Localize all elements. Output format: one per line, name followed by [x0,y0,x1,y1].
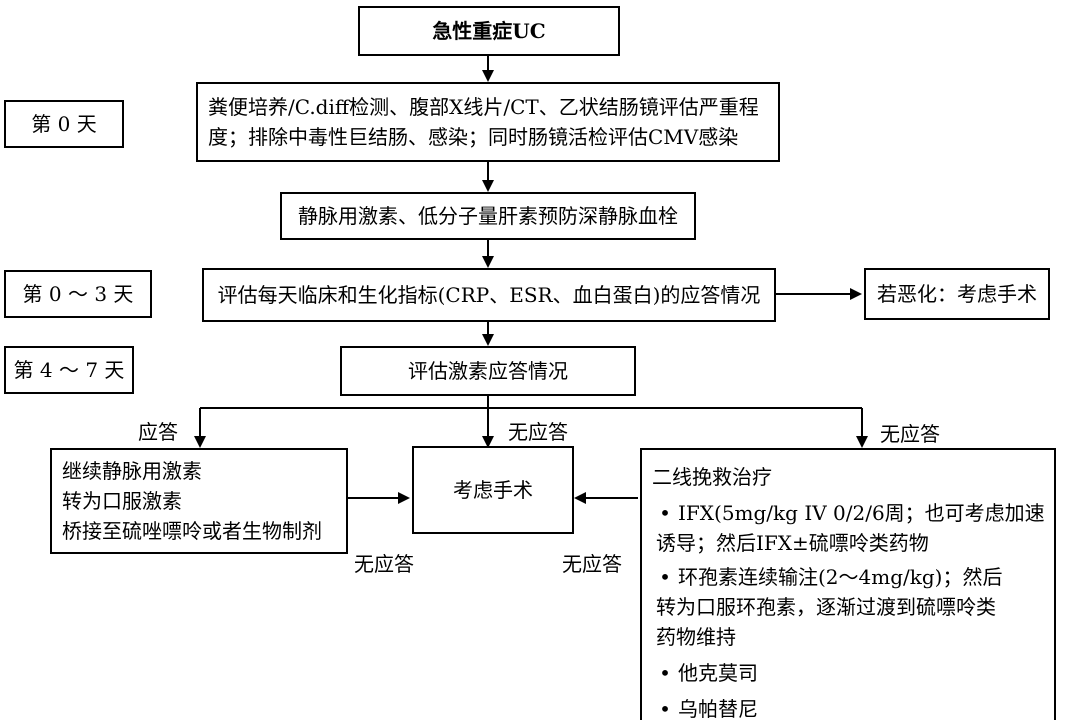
title-text: 急性重症UC [432,19,546,43]
salvage-tac-item: • 他克莫司 [652,658,1054,688]
step1-line1: 粪便培养/C.diff检测、腹部X线片/CT、乙状结肠镜评估严重程 [208,95,759,119]
day0-box: 第 0 天 [4,100,124,148]
surgery-text: 考虑手术 [453,478,533,502]
step1-box: 粪便培养/C.diff检测、腹部X线片/CT、乙状结肠镜评估严重程 度；排除中毒… [196,82,780,162]
step4-text: 评估激素应答情况 [408,359,568,383]
worsen-text: 若恶化：考虑手术 [877,282,1037,306]
salvage-box: 二线挽救治疗 • IFX(5mg/kg IV 0/2/6周；也可考虑加速 诱导；… [640,448,1056,721]
no-response-bottom-left-label: 无应答 [354,552,414,576]
upadacitinib-text: 乌帕替尼 [678,697,758,721]
no-response-bottom-right-label: 无应答 [562,552,622,576]
step4-box: 评估激素应答情况 [340,346,636,396]
continue-line3: 桥接至硫唑嘌呤或者生物制剂 [62,519,322,543]
step3-text: 评估每天临床和生化指标(CRP、ESR、血白蛋白)的应答情况 [217,283,761,307]
worsen-box: 若恶化：考虑手术 [864,268,1050,320]
day0-3-label: 第 0 ～ 3 天 [22,282,134,306]
csa-line1: 环孢素连续输注(2～4mg/kg)；然后 [678,565,1003,589]
csa-line2: 转为口服环孢素，逐渐过渡到硫嘌呤类 [656,595,996,619]
response-label: 应答 [138,420,178,444]
continue-box: 继续静脉用激素 转为口服激素 桥接至硫唑嘌呤或者生物制剂 [50,448,348,554]
bullet-icon: • [659,661,671,685]
surgery-box: 考虑手术 [412,446,574,534]
step2-box: 静脉用激素、低分子量肝素预防深静脉血栓 [280,192,696,240]
salvage-csa-item: • 环孢素连续输注(2～4mg/kg)；然后 [652,562,1054,592]
step3-box: 评估每天临床和生化指标(CRP、ESR、血白蛋白)的应答情况 [202,268,776,322]
day4-7-label: 第 4 ～ 7 天 [13,358,125,382]
salvage-upa-item: • 乌帕替尼 [652,694,1054,724]
day0-label: 第 0 天 [31,112,97,136]
step2-text: 静脉用激素、低分子量肝素预防深静脉血栓 [298,204,678,228]
no-response-right-label: 无应答 [880,422,940,446]
ifx-line1: IFX(5mg/kg IV 0/2/6周；也可考虑加速 [678,501,1045,525]
no-response-center-label: 无应答 [508,420,568,444]
continue-line1: 继续静脉用激素 [62,459,202,483]
step1-line2: 度；排除中毒性巨结肠、感染；同时肠镜活检评估CMV感染 [208,125,739,149]
ifx-line2: 诱导；然后IFX±硫嘌呤类药物 [656,531,929,555]
bullet-icon: • [659,565,671,589]
salvage-ifx-item: • IFX(5mg/kg IV 0/2/6周；也可考虑加速 [652,498,1054,528]
day4-7-box: 第 4 ～ 7 天 [4,346,134,394]
tacrolimus-text: 他克莫司 [678,661,758,685]
bullet-icon: • [659,697,671,721]
csa-line3: 药物维持 [656,625,736,649]
day0-3-box: 第 0 ～ 3 天 [4,270,152,318]
salvage-title: 二线挽救治疗 [652,465,772,489]
continue-line2: 转为口服激素 [62,489,182,513]
title-box: 急性重症UC [358,6,620,56]
bullet-icon: • [659,501,671,525]
